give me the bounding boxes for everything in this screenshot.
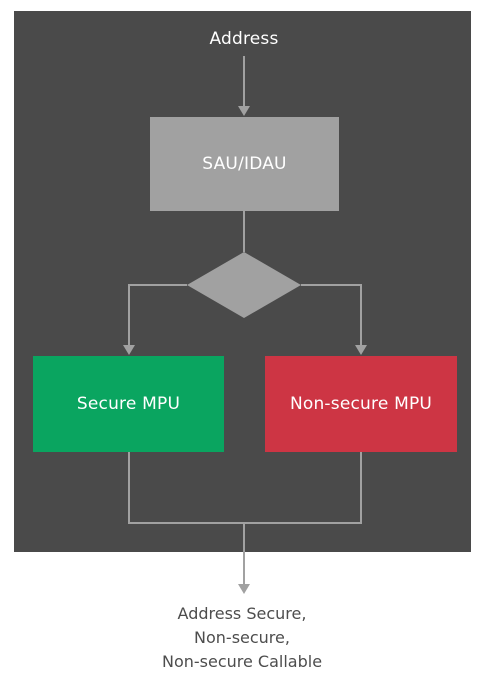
arrowhead-secure <box>123 345 135 355</box>
line-decision-to-secure <box>128 284 187 348</box>
output-line: Address Secure, <box>177 604 307 623</box>
arrowhead-output <box>238 584 250 594</box>
sau-idau-label: SAU/IDAU <box>202 154 287 174</box>
line-merge <box>128 452 362 524</box>
secure-mpu-box: Secure MPU <box>33 356 224 452</box>
output-line: Non-secure Callable <box>161 652 323 671</box>
input-address-label: Address <box>209 29 279 49</box>
line-decision-to-nonsecure <box>301 284 362 348</box>
secure-mpu-label: Secure MPU <box>76 394 181 414</box>
arrowhead-sau <box>238 106 250 116</box>
nonsecure-mpu-label: Non-secure MPU <box>289 394 433 414</box>
nonsecure-mpu-box: Non-secure MPU <box>265 356 457 452</box>
arrowhead-nonsecure <box>355 345 367 355</box>
output-line: Non-secure, <box>194 628 290 647</box>
sau-idau-box: SAU/IDAU <box>150 117 339 211</box>
output-label: Address Secure, Non-secure, Non-secure C… <box>92 602 392 674</box>
decision-diamond <box>187 252 301 318</box>
